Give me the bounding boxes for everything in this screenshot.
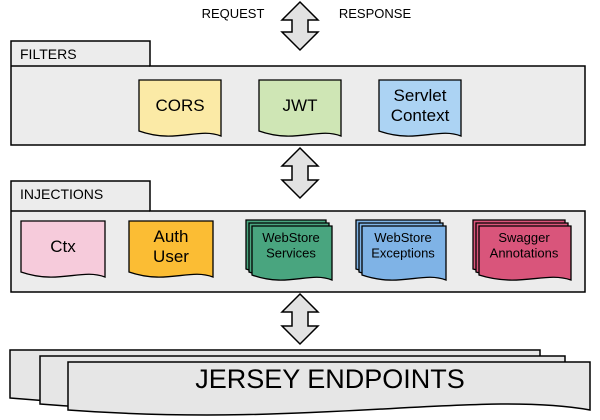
doc-shape-webstore-services xyxy=(251,225,333,281)
injections-tab-label: INJECTIONS xyxy=(20,186,103,202)
doc-shape-ctx xyxy=(20,220,106,278)
request-response-arrow xyxy=(280,0,320,52)
doc-label-cors-line-0: CORS xyxy=(155,96,204,115)
doc-label-swagger-annotations-line-1: Annotations xyxy=(490,245,559,260)
doc-label-swagger-annotations-line-0: Swagger xyxy=(498,230,550,245)
filters-injections-arrow xyxy=(280,146,320,200)
doc-label-auth-user-line-1: User xyxy=(153,247,189,266)
doc-label-auth-user-line-0: Auth xyxy=(154,227,189,246)
doc-shape-swagger-annotations xyxy=(478,225,572,281)
doc-label-servlet-context-line-1: Context xyxy=(391,106,450,125)
doc-label-webstore-exceptions-line-0: WebStore xyxy=(374,230,432,245)
doc-shape-cors xyxy=(138,79,222,137)
request-label: REQUEST xyxy=(202,6,265,21)
jersey-endpoints-label: JERSEY ENDPOINTS xyxy=(195,364,465,394)
doc-shape-jwt xyxy=(258,79,342,137)
response-label: RESPONSE xyxy=(339,6,412,21)
doc-label-webstore-services-line-0: WebStore xyxy=(262,230,320,245)
doc-shape-webstore-exceptions xyxy=(361,225,447,281)
doc-label-webstore-services-line-1: Services xyxy=(266,245,316,260)
doc-shape-auth-user xyxy=(128,220,214,278)
doc-label-webstore-exceptions-line-1: Exceptions xyxy=(371,245,435,260)
doc-shape-servlet-context xyxy=(378,79,462,137)
doc-label-servlet-context-line-0: Servlet xyxy=(394,86,447,105)
injections-endpoints-arrow xyxy=(280,292,320,346)
filters-tab-label: FILTERS xyxy=(20,46,77,62)
injection-docs-group: CtxAuthUserWebStoreServicesWebStoreExcep… xyxy=(20,219,572,281)
doc-label-jwt-line-0: JWT xyxy=(283,96,318,115)
jersey-endpoints-stack xyxy=(9,349,591,416)
doc-label-ctx-line-0: Ctx xyxy=(50,237,76,256)
